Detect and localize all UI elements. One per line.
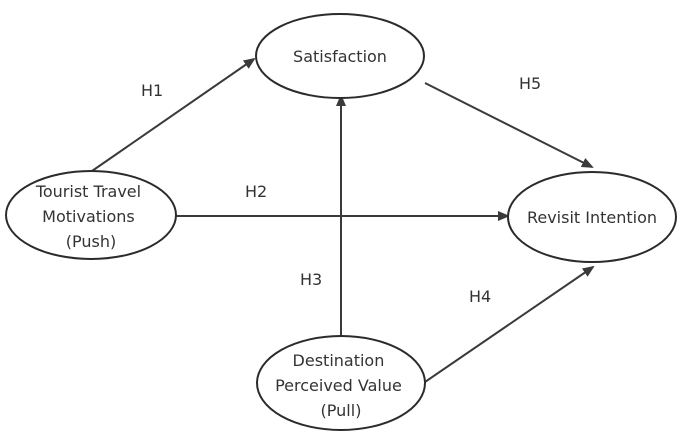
edge-h4 xyxy=(424,265,595,383)
node-tourist-travel-motivations: Tourist Travel Motivations (Push) xyxy=(5,170,177,260)
node-satisfaction-label: Satisfaction xyxy=(293,47,387,66)
edge-h5 xyxy=(424,82,594,168)
node-motivations-label: Tourist Travel Motivations (Push) xyxy=(35,182,146,251)
node-motivations-shape xyxy=(5,170,177,260)
edge-label-h5: H5 xyxy=(519,74,541,93)
edge-h1 xyxy=(91,57,256,172)
node-revisit-intention: Revisit Intention xyxy=(507,171,677,263)
node-destination-line-1: Destination xyxy=(293,351,385,370)
node-satisfaction-line-1: Satisfaction xyxy=(293,47,387,66)
node-destination-label: Destination Perceived Value (Pull) xyxy=(275,351,407,420)
node-motivations-line-2: Motivations xyxy=(42,207,135,226)
node-revisit-shape xyxy=(507,171,677,263)
node-destination-line-2: Perceived Value xyxy=(275,376,402,395)
edge-label-h4: H4 xyxy=(469,287,491,306)
node-motivations-line-1: Tourist Travel xyxy=(35,182,141,201)
node-revisit-label: Revisit Intention xyxy=(527,208,657,227)
edge-label-h3: H3 xyxy=(300,270,322,289)
node-revisit-line-1: Revisit Intention xyxy=(527,208,657,227)
node-satisfaction: Satisfaction xyxy=(255,13,425,99)
node-destination-shape xyxy=(256,335,426,431)
node-destination-line-3: (Pull) xyxy=(321,401,362,420)
edge-label-h2: H2 xyxy=(245,182,267,201)
node-motivations-line-3: (Push) xyxy=(66,232,116,251)
edge-label-h1: H1 xyxy=(141,81,163,100)
node-satisfaction-shape xyxy=(255,13,425,99)
node-destination-perceived-value: Destination Perceived Value (Pull) xyxy=(256,335,426,431)
